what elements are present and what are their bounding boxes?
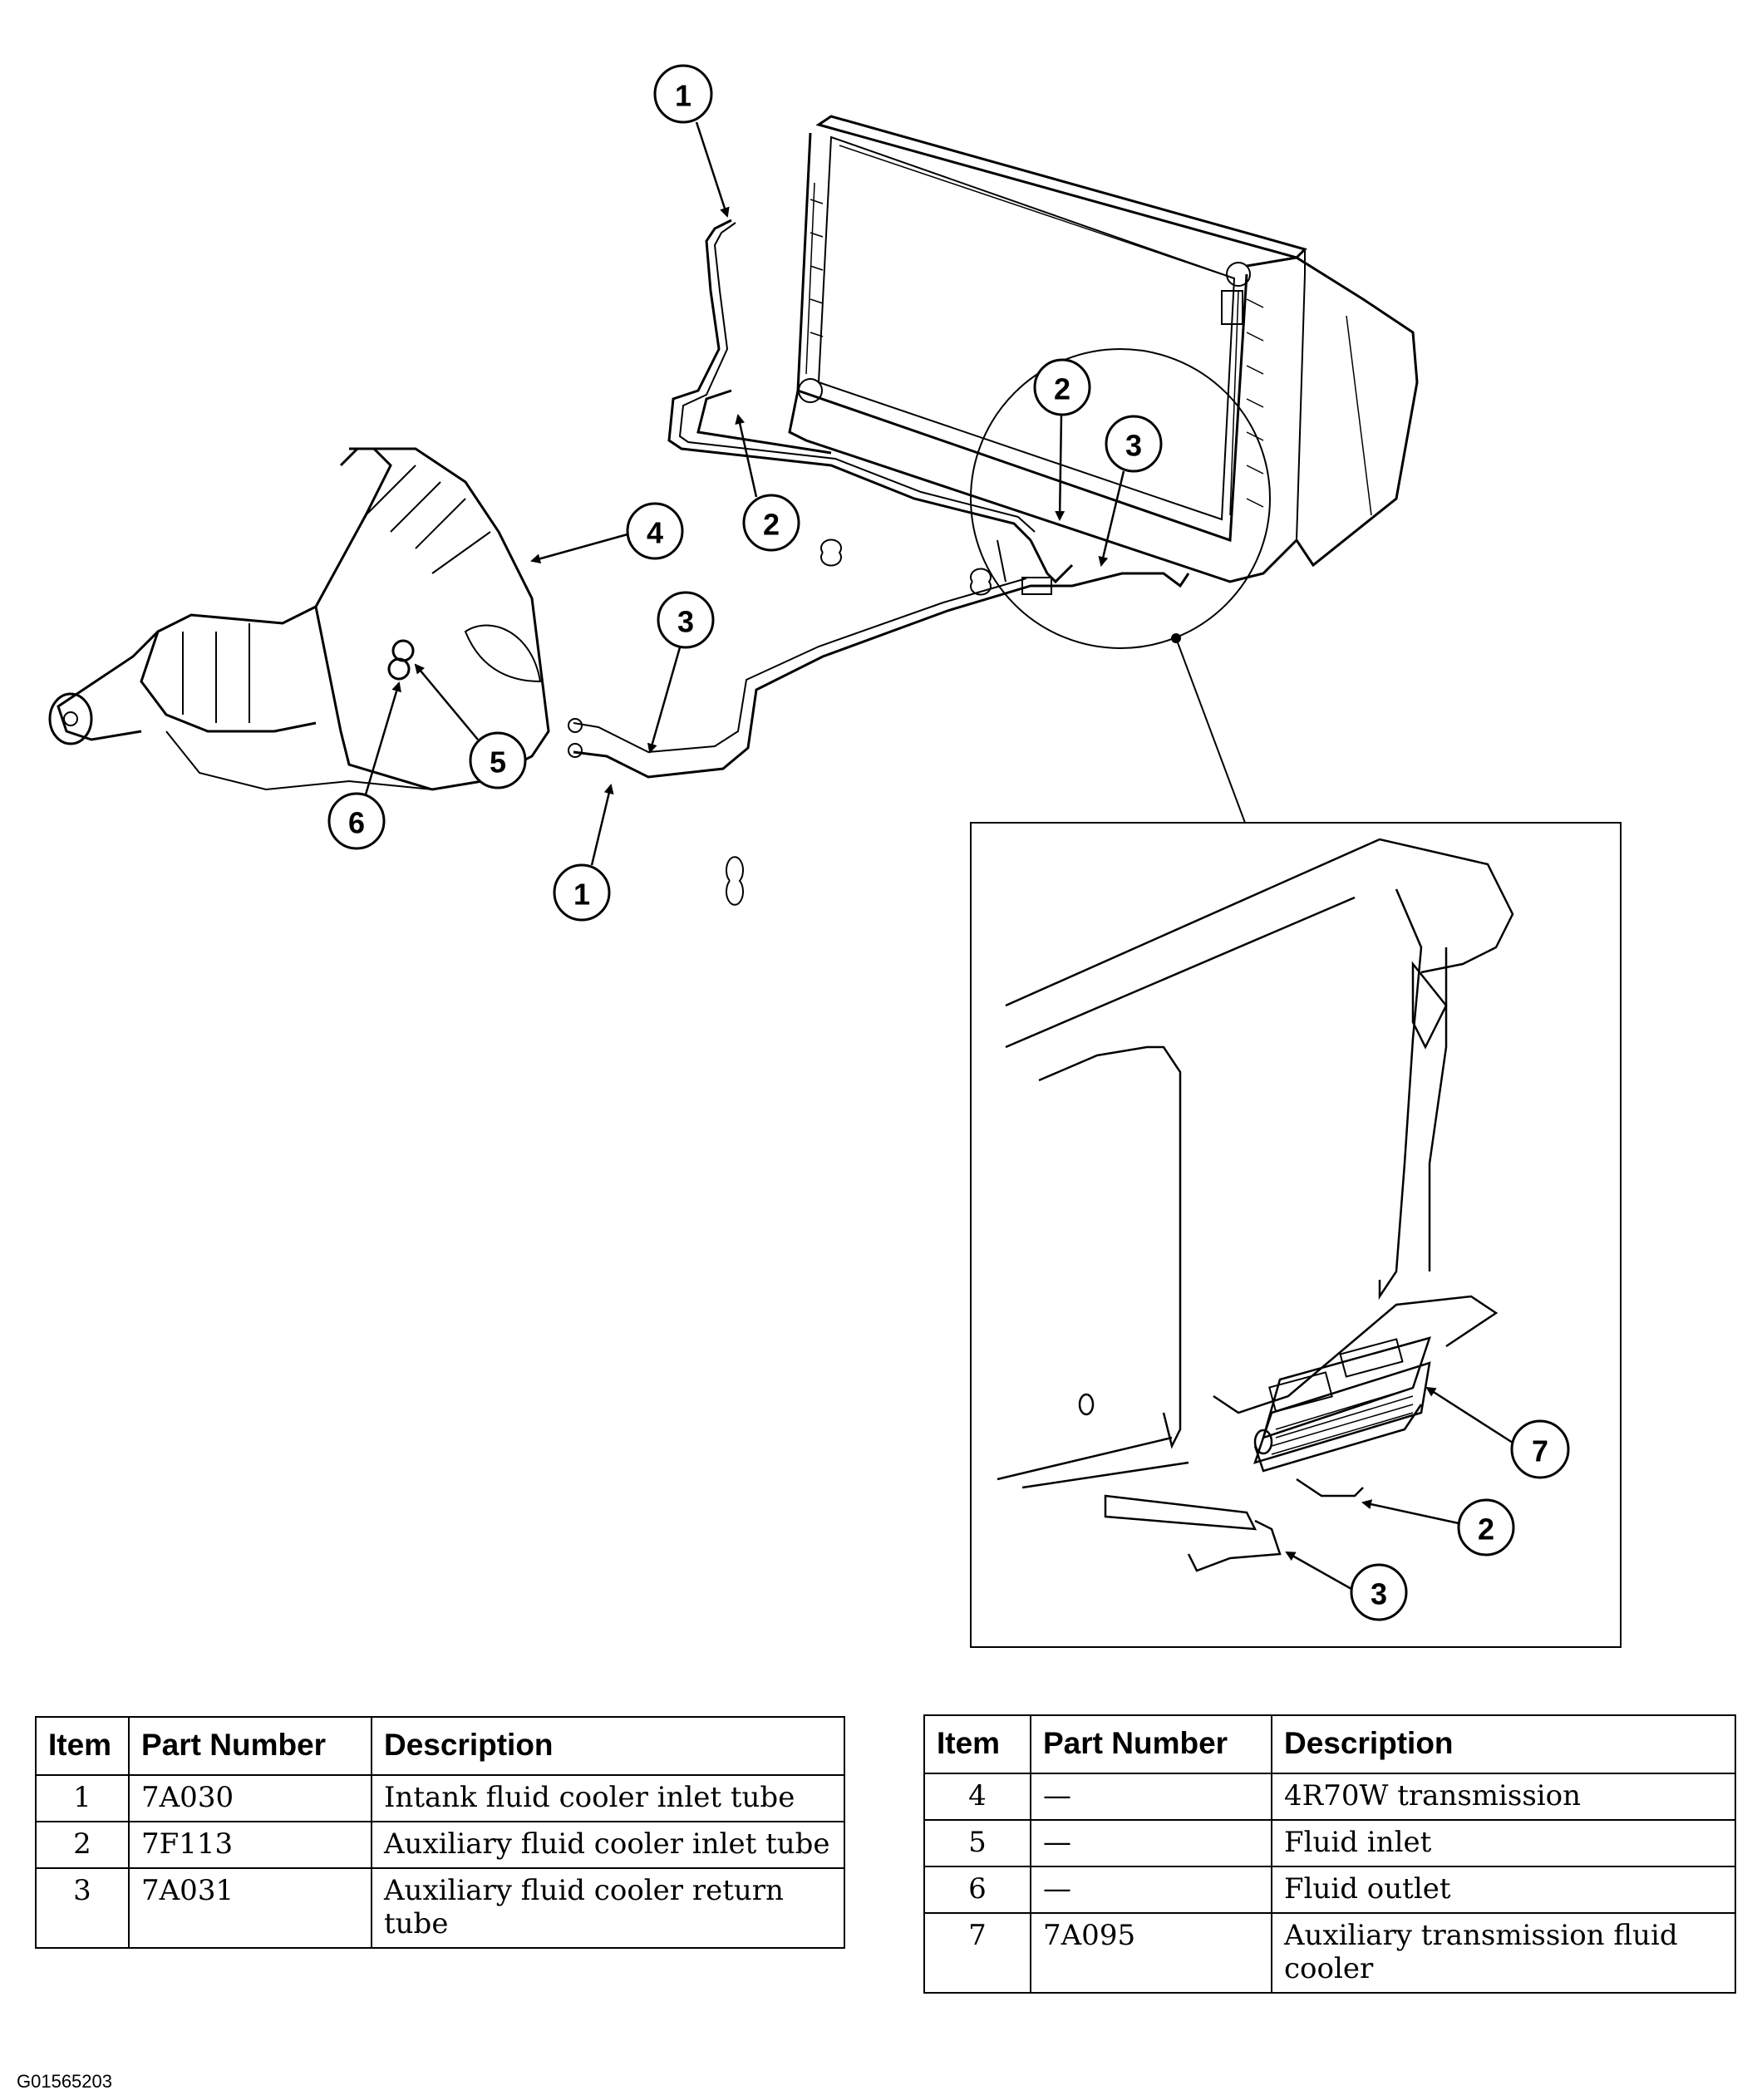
callout-1-top-label: 1	[675, 79, 691, 113]
callout-3-mid-label: 3	[677, 605, 694, 639]
callout-3-circle-label: 3	[1125, 429, 1142, 463]
cell-part-number: 7A095	[1030, 1912, 1272, 1994]
table-row: 4 — 4R70W transmission	[923, 1773, 1736, 1821]
leader-arrows	[364, 121, 1513, 1591]
transmission	[48, 447, 550, 791]
callout-4	[626, 502, 684, 560]
cell-item: 6	[923, 1866, 1031, 1914]
cooler-tubes	[568, 219, 1190, 906]
callout-1-bottom	[553, 863, 611, 922]
cell-item: 3	[35, 1867, 130, 1949]
cell-part-number: —	[1030, 1773, 1272, 1821]
callout-2-mid	[742, 494, 800, 552]
cell-part-number: 7A031	[128, 1867, 372, 1949]
header-item: Item	[923, 1714, 1031, 1774]
callouts	[327, 64, 1570, 1621]
parts-table-right: Item Part Number Description 4 — 4R70W t…	[923, 1714, 1736, 1994]
inset-frame	[970, 822, 1622, 1648]
callout-2-inset-label: 2	[1478, 1512, 1494, 1547]
callout-2-circle-label: 2	[1054, 372, 1070, 406]
cell-description: 4R70W transmission	[1271, 1773, 1736, 1821]
table-row: 2 7F113 Auxiliary fluid cooler inlet tub…	[35, 1821, 845, 1869]
table-header: Item Part Number Description	[35, 1716, 845, 1776]
cell-part-number: 7A030	[128, 1774, 372, 1822]
callout-7-inset	[1510, 1419, 1570, 1479]
cell-item: 1	[35, 1774, 130, 1822]
header-item: Item	[35, 1716, 130, 1776]
cell-item: 5	[923, 1819, 1031, 1867]
cell-description: Auxiliary transmission fluid cooler	[1271, 1912, 1736, 1994]
figure-code: G01565203	[17, 2071, 112, 2092]
table-row: 6 — Fluid outlet	[923, 1866, 1736, 1914]
cell-description: Fluid inlet	[1271, 1819, 1736, 1867]
callout-3-inset	[1350, 1563, 1408, 1621]
detail-circle	[970, 348, 1271, 824]
cooler-lines-diagram: 1 2 4 2 3 3 5 6 1 7 2 3	[48, 64, 1622, 1648]
callout-5	[469, 731, 527, 789]
cell-description: Auxiliary fluid cooler inlet tube	[371, 1821, 845, 1869]
inset-drawing	[997, 838, 1514, 1572]
cell-part-number: —	[1030, 1866, 1272, 1914]
table-row: 7 7A095 Auxiliary transmission fluid coo…	[923, 1912, 1736, 1994]
callout-4-label: 4	[647, 516, 663, 550]
cell-description: Fluid outlet	[1271, 1866, 1736, 1914]
table-row: 3 7A031 Auxiliary fluid cooler return tu…	[35, 1867, 845, 1949]
callout-1-top	[653, 64, 713, 124]
callout-2-circle	[1033, 358, 1091, 416]
cell-item: 2	[35, 1821, 130, 1869]
callout-3-inset-label: 3	[1371, 1577, 1387, 1611]
cell-item: 7	[923, 1912, 1031, 1994]
header-description: Description	[371, 1716, 845, 1776]
callout-5-label: 5	[490, 745, 506, 780]
table-header: Item Part Number Description	[923, 1714, 1736, 1774]
callout-6-label: 6	[348, 806, 365, 840]
parts-table-left: Item Part Number Description 1 7A030 Int…	[35, 1716, 845, 1949]
cell-description: Intank fluid cooler inlet tube	[371, 1774, 845, 1822]
callout-7-inset-label: 7	[1532, 1434, 1548, 1468]
header-part-number: Part Number	[1030, 1714, 1272, 1774]
callout-3-mid	[657, 591, 715, 649]
header-part-number: Part Number	[128, 1716, 372, 1776]
callout-1-bottom-label: 1	[573, 878, 590, 912]
callout-2-inset	[1457, 1498, 1515, 1557]
cell-part-number: —	[1030, 1819, 1272, 1867]
radiator	[788, 115, 1419, 583]
cell-description: Auxiliary fluid cooler return tube	[371, 1867, 845, 1949]
callout-2-mid-label: 2	[763, 508, 780, 542]
callout-3-circle	[1105, 415, 1163, 473]
header-description: Description	[1271, 1714, 1736, 1774]
cell-item: 4	[923, 1773, 1031, 1821]
cell-part-number: 7F113	[128, 1821, 372, 1869]
callout-6	[327, 792, 386, 850]
table-row: 5 — Fluid inlet	[923, 1819, 1736, 1867]
table-row: 1 7A030 Intank fluid cooler inlet tube	[35, 1774, 845, 1822]
